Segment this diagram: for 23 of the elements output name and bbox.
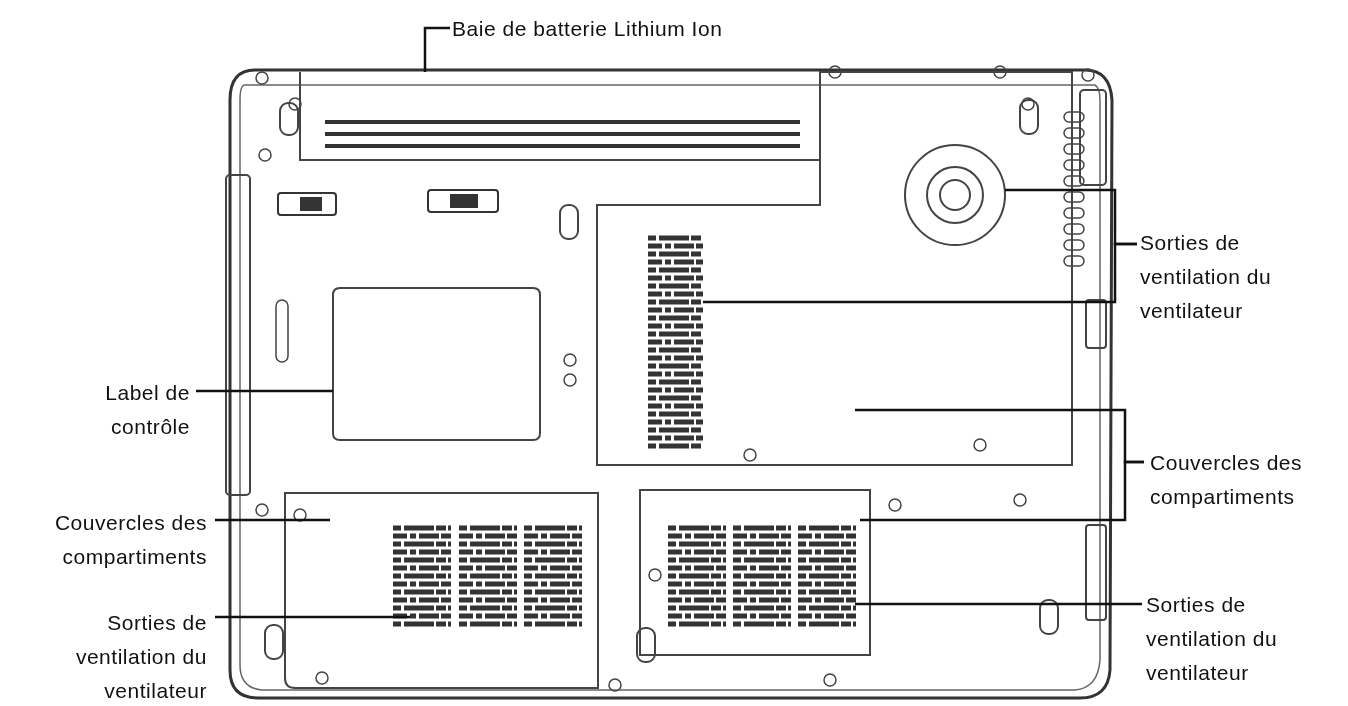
leader-line	[215, 518, 330, 522]
leader-line	[215, 615, 410, 619]
leader-line	[855, 602, 1142, 606]
leader-line	[423, 26, 450, 72]
vent-grille	[393, 525, 582, 627]
leader-line	[703, 242, 1137, 304]
vent-grille	[668, 525, 856, 627]
callout-label: Couvercles des compartiments	[1150, 450, 1304, 510]
leader-line	[860, 460, 1144, 522]
callout-label: Baie de batterie Lithium Ion	[452, 16, 724, 42]
battery-bay	[299, 71, 821, 161]
callout-label: Sorties de ventilation du ventilateur	[1140, 230, 1273, 324]
compartment-cover	[284, 492, 599, 689]
fan-drawing	[904, 144, 1006, 246]
callout-label: Sorties de ventilation du ventilateur	[74, 610, 207, 704]
label-area	[332, 287, 541, 441]
compartment-cover	[596, 71, 1073, 466]
compartment-cover	[639, 489, 871, 656]
callout-label: Label de contrôle	[104, 380, 190, 440]
leader-line	[196, 389, 333, 393]
callout-label: Sorties de ventilation du ventilateur	[1146, 592, 1279, 686]
callout-label: Couvercles des compartiments	[53, 510, 207, 570]
vent-grille	[648, 235, 703, 449]
